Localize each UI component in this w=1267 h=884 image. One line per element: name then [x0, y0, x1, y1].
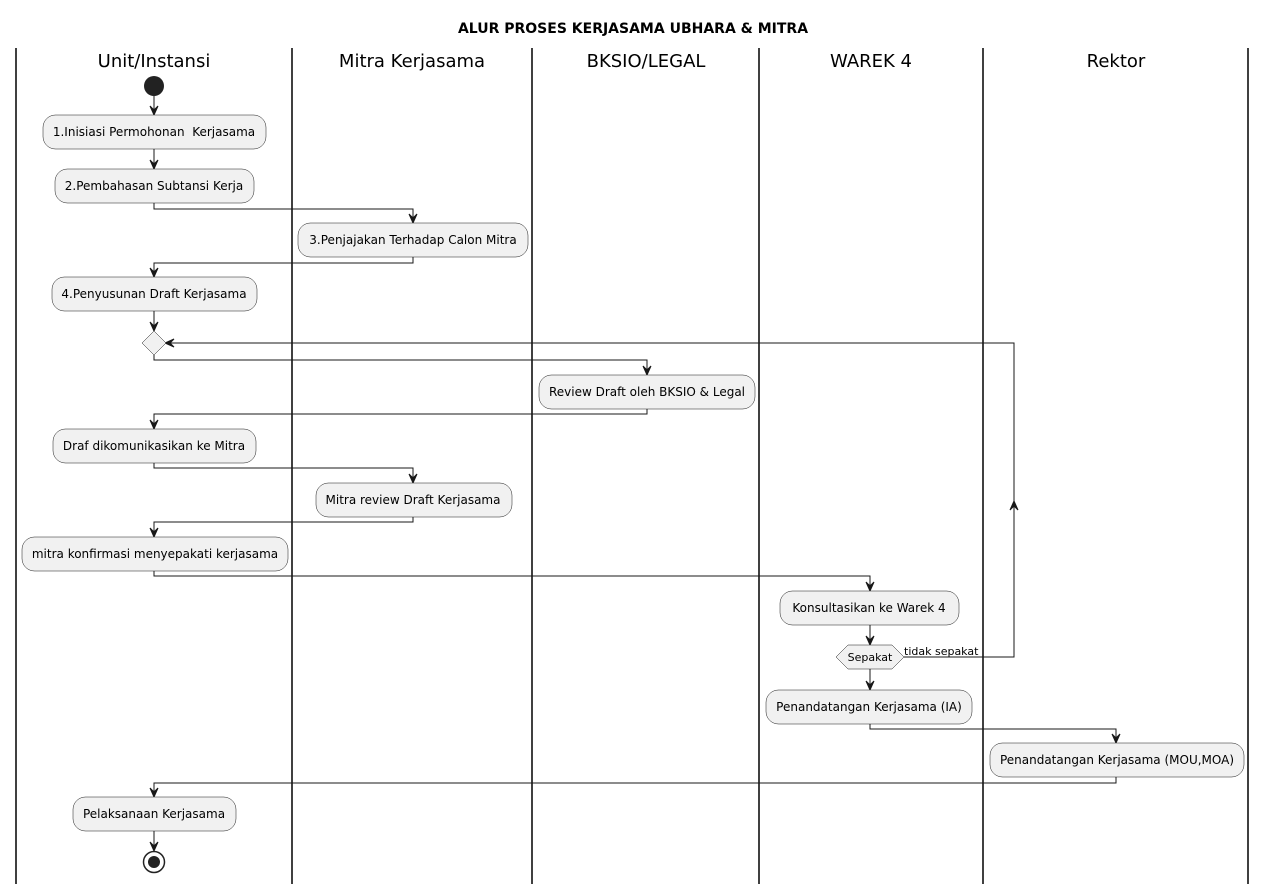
activity-node: Penandatangan Kerjasama (IA) — [765, 689, 973, 725]
activity-label: mitra konfirmasi menyepakati kerjasama — [32, 547, 278, 561]
activity-node: Review Draft oleh BKSIO & Legal — [538, 374, 756, 410]
activity-label: Mitra review Draft Kerjasama — [326, 493, 501, 507]
lane-title-warek-4: WAREK 4 — [830, 51, 912, 72]
end-node — [142, 850, 166, 874]
decision-guard-label: tidak sepakat — [904, 645, 979, 658]
activity-label: Penandatangan Kerjasama (MOU,MOA) — [1000, 753, 1234, 767]
start-node — [144, 76, 164, 96]
lane-title-unit-instansi: Unit/Instansi — [98, 51, 211, 72]
activity-label: Pelaksanaan Kerjasama — [83, 807, 225, 821]
activity-label: 1.Inisiasi Permohonan Kerjasama — [53, 125, 255, 139]
activity-label: 2.Pembahasan Subtansi Kerja — [65, 179, 243, 193]
activity-label: 3.Penjajakan Terhadap Calon Mitra — [309, 233, 516, 247]
activity-node: 3.Penjajakan Terhadap Calon Mitra — [297, 222, 529, 258]
activity-node: 4.Penyusunan Draft Kerjasama — [51, 276, 258, 312]
activity-label: Review Draft oleh BKSIO & Legal — [549, 385, 745, 399]
decision-node: Sepakat — [835, 644, 905, 670]
activity-node: Konsultasikan ke Warek 4 — [779, 590, 960, 626]
activity-node: mitra konfirmasi menyepakati kerjasama — [21, 536, 289, 572]
swimlane-separators — [15, 48, 1249, 884]
activity-node: Penandatangan Kerjasama (MOU,MOA) — [989, 742, 1245, 778]
lane-title-rektor: Rektor — [1087, 51, 1146, 72]
activity-node: Draf dikomunikasikan ke Mitra — [52, 428, 257, 464]
activity-node: Mitra review Draft Kerjasama — [315, 482, 513, 518]
activity-node: 1.Inisiasi Permohonan Kerjasama — [42, 114, 267, 150]
lane-title-mitra-kerjasama: Mitra Kerjasama — [339, 51, 485, 72]
activity-label: Penandatangan Kerjasama (IA) — [776, 700, 962, 714]
activity-label: Konsultasikan ke Warek 4 — [792, 601, 945, 615]
activity-label: 4.Penyusunan Draft Kerjasama — [61, 287, 246, 301]
lane-title-bksio-legal: BKSIO/LEGAL — [587, 51, 706, 72]
activity-node: 2.Pembahasan Subtansi Kerja — [54, 168, 255, 204]
merge-node — [141, 330, 167, 356]
decision-label: Sepakat — [848, 651, 893, 664]
flow-edges — [149, 96, 1121, 853]
activity-label: Draf dikomunikasikan ke Mitra — [63, 439, 245, 453]
activity-node: Pelaksanaan Kerjasama — [72, 796, 237, 832]
diagram-title: ALUR PROSES KERJASAMA UBHARA & MITRA — [458, 21, 808, 37]
